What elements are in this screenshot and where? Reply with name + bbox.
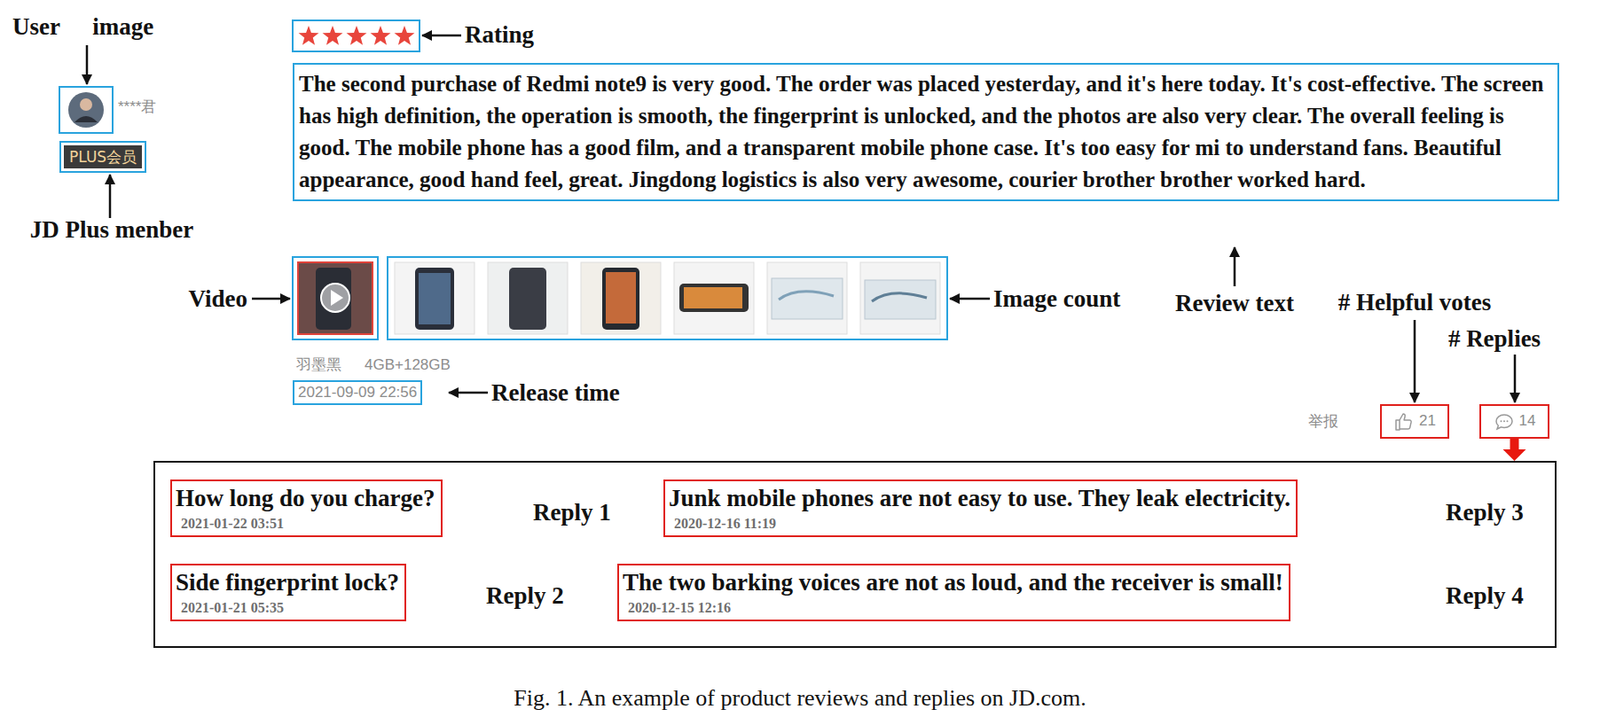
thumb-screen	[683, 287, 743, 309]
figure-caption: Fig. 1. An example of product reviews an…	[0, 686, 1600, 713]
video-frame	[292, 257, 378, 340]
callout-label: Reply 3	[1445, 500, 1524, 527]
vote-count: 21	[1419, 412, 1436, 431]
reply-date: 2021-01-22 03:51	[175, 515, 436, 533]
reply-text: How long do you charge?	[175, 483, 436, 515]
callout-label: Video	[188, 286, 249, 314]
replies-panel: How long do you charge?2021-01-22 03:51 J…	[153, 461, 1557, 649]
avatar-frame	[59, 86, 113, 134]
review-text: The second purchase of Redmi note9 is ve…	[298, 68, 1553, 197]
thumbnail	[487, 262, 568, 335]
callout-label: Reply 1	[533, 500, 612, 527]
report-link: 举报	[1308, 414, 1339, 432]
comment-icon	[1493, 411, 1515, 433]
play-button	[321, 283, 350, 313]
callout-label: # Helpful votes	[1338, 290, 1492, 317]
thumb-phone	[509, 267, 547, 330]
leader-arrow	[86, 45, 89, 85]
thumb-screen	[605, 272, 636, 324]
callout-label: Reply 2	[486, 583, 565, 611]
avatar-body	[74, 116, 98, 123]
callout-label: Image count	[993, 286, 1121, 314]
images-frame	[387, 257, 948, 340]
thumb-detail	[871, 293, 927, 302]
callout-label: Release time	[491, 380, 620, 408]
reply-box: Junk mobile phones are not easy to use. …	[663, 479, 1298, 538]
leader-arrow	[422, 34, 462, 38]
avatar-photo	[68, 92, 104, 128]
thumb-screen	[418, 273, 451, 325]
badge-text: PLUS会员	[63, 145, 142, 169]
block-arrow	[1503, 439, 1527, 462]
leader-arrow	[1413, 320, 1417, 403]
arrow-shaft	[1510, 439, 1520, 451]
reply-text: Side fingerprint lock?	[175, 567, 400, 599]
product-spec: 4GB+128GB	[364, 357, 451, 375]
arrowhead	[1503, 449, 1527, 462]
reply-count: 14	[1519, 412, 1537, 431]
leader-arrow	[251, 298, 291, 301]
rating-star	[298, 25, 320, 46]
user-name: ****君	[117, 99, 157, 117]
rating-star	[394, 25, 416, 46]
product-color: 羽墨黑	[296, 357, 342, 375]
reply-date: 2020-12-15 12:16	[622, 599, 1284, 617]
rating-star	[370, 25, 392, 46]
callout-label: Rating	[464, 22, 534, 49]
leader-arrow	[1233, 247, 1237, 287]
rating-frame	[292, 20, 420, 52]
thumbnail	[580, 262, 661, 335]
leader-arrow	[109, 174, 112, 219]
reply-box: Side fingerprint lock?2021-01-21 05:35	[170, 564, 407, 622]
thumbnail	[394, 262, 475, 335]
replies-box: 14	[1479, 404, 1550, 440]
video-phone	[315, 267, 352, 330]
leader-arrow	[949, 298, 990, 301]
callout-label: Reply 4	[1445, 583, 1524, 611]
callout-label: User image	[12, 14, 154, 41]
release-time-box: 2021-09-09 22:56	[292, 380, 423, 406]
review-box: The second purchase of Redmi note9 is ve…	[292, 62, 1560, 202]
callout-label: Review text	[1175, 290, 1295, 318]
thumb-box	[771, 278, 843, 320]
reply-text: Junk mobile phones are not easy to use. …	[668, 483, 1291, 515]
reply-date: 2020-12-16 11:19	[668, 515, 1291, 533]
thumb-phone	[415, 267, 455, 330]
thumbnail	[674, 262, 754, 335]
release-time: 2021-09-09 22:56	[298, 384, 417, 402]
callout-label: # Replies	[1448, 326, 1541, 353]
video-thumbnail	[298, 262, 373, 335]
thumbnail	[860, 262, 941, 335]
reply-date: 2021-01-21 05:35	[175, 599, 400, 617]
helpful-votes-box: 21	[1380, 404, 1450, 440]
reply-box: How long do you charge?2021-01-22 03:51	[170, 479, 443, 538]
thumb-phone	[602, 267, 640, 330]
thumb-phone	[679, 283, 749, 313]
rating-star	[346, 25, 368, 46]
thumbnail	[767, 262, 848, 335]
thumb-box	[864, 280, 936, 320]
thumb-up-icon	[1393, 411, 1415, 433]
reply-box: The two barking voices are not as loud, …	[617, 564, 1291, 622]
reply-text: The two barking voices are not as loud, …	[622, 567, 1284, 599]
rating-star	[322, 25, 344, 46]
leader-arrow	[1513, 354, 1517, 403]
thumb-detail	[778, 291, 834, 300]
avatar-face	[79, 98, 93, 111]
leader-arrow	[448, 392, 488, 395]
member-badge: PLUS会员	[59, 141, 147, 173]
play-icon	[330, 290, 344, 306]
callout-label: JD Plus menber	[30, 217, 195, 244]
